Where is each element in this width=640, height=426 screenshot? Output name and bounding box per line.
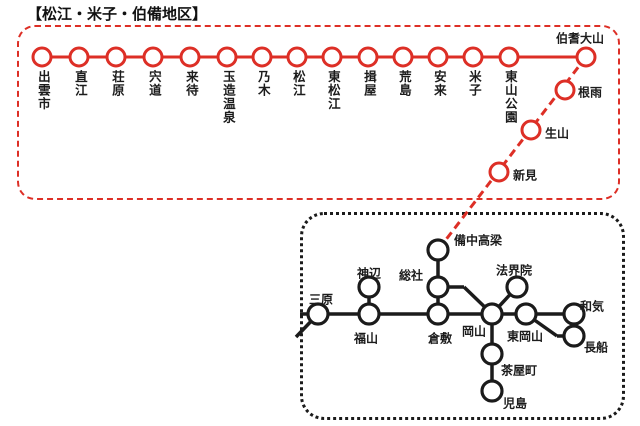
station-label: 直江 xyxy=(72,70,87,97)
matsue-yonago-hakubi-region-box xyxy=(17,25,620,200)
station-label: 東岡山 xyxy=(506,329,544,344)
station-label: 出雲市 xyxy=(35,70,50,111)
station-label: 宍道 xyxy=(146,70,161,97)
station-label: 新見 xyxy=(512,168,538,183)
station-label: 安来 xyxy=(431,70,446,97)
station-label: 福山 xyxy=(353,331,379,346)
station-label: 東山公園 xyxy=(502,70,517,124)
station-label: 東松江 xyxy=(325,70,340,111)
station-label: 米子 xyxy=(466,70,481,97)
station-label: 児島 xyxy=(502,396,528,411)
station-label: 荒島 xyxy=(396,70,411,97)
station-label: 生山 xyxy=(544,126,570,141)
station-label: 総社 xyxy=(398,268,424,283)
station-label: 茶屋町 xyxy=(500,363,538,378)
station-label: 玉造温泉 xyxy=(220,70,235,124)
station-label: 岡山 xyxy=(461,324,487,339)
page-title: 【松江・米子・伯備地区】 xyxy=(27,6,208,23)
station-label: 来待 xyxy=(183,70,198,97)
station-label: 乃木 xyxy=(255,70,270,97)
station-label: 倉敷 xyxy=(427,331,453,346)
station-label: 根雨 xyxy=(577,85,603,100)
station-label: 伯耆大山 xyxy=(555,31,605,46)
station-label: 長船 xyxy=(583,340,609,355)
station-label: 法界院 xyxy=(495,263,533,278)
station-label: 荘原 xyxy=(109,70,124,97)
station-label: 三原 xyxy=(308,292,334,307)
station-label: 備中高梁 xyxy=(453,233,503,248)
station-label: 揖屋 xyxy=(361,70,376,97)
station-label: 松江 xyxy=(290,70,305,97)
station-label: 神辺 xyxy=(356,266,382,281)
station-label: 和気 xyxy=(579,299,605,314)
